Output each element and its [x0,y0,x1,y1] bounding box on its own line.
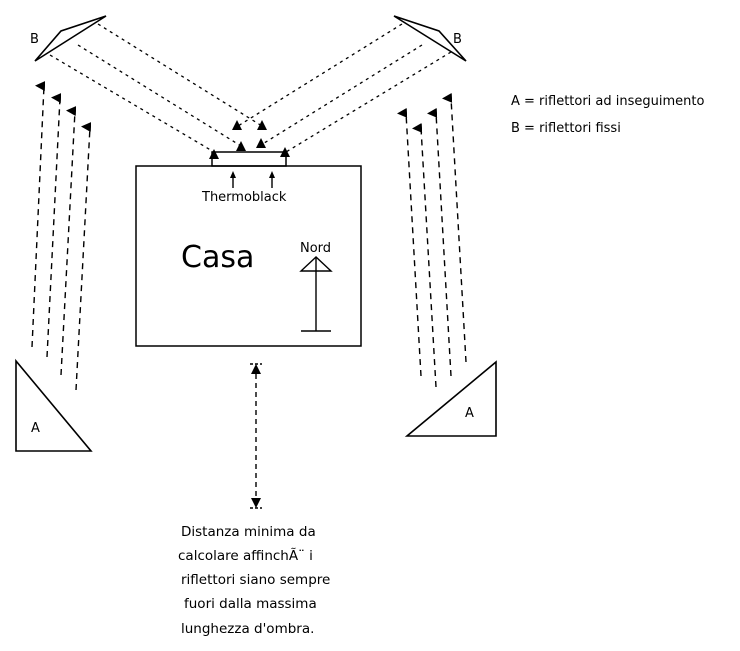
label-north: Nord [300,241,332,256]
note-line: Distanza minima da [181,524,316,540]
note-line: lunghezza d'ombra. [181,621,315,637]
label-tracker-left: A [31,421,40,436]
house-outline [135,165,362,347]
thermoblack-collector [211,151,287,167]
fixed-mirror-left [34,15,107,62]
note-line: calcolare affinchÃ¨ i [178,548,313,564]
arrowhead [209,149,219,159]
arrowhead [256,138,266,148]
label-house: Casa [181,240,255,275]
label-fixed-mirror-right: B [453,32,462,47]
arrowhead [232,120,242,130]
minimum-distance-arrow [250,363,262,509]
reflected-rays-left [49,23,263,153]
legend-item-a: A = riflettori ad inseguimento [511,94,705,109]
label-fixed-mirror-left: B [30,32,39,47]
arrowhead [236,141,246,151]
north-arrow-icon [299,256,333,332]
tracked-rays-right [397,92,467,388]
arrowhead [257,120,267,130]
note-line: riflettori siano sempre [181,572,331,588]
collector-heat-arrows [230,171,275,188]
tracked-rays-left [31,81,92,391]
note-line: fuori dalla massima [184,596,317,612]
label-thermoblack: Thermoblack [202,190,287,205]
reflected-ray-arrowheads [209,120,290,159]
tracking-reflector-left [15,358,93,452]
legend-item-b: B = riflettori fissi [511,121,621,136]
fixed-mirror-right [393,15,467,62]
reflected-rays-right [237,23,452,153]
tracking-reflector-right [404,360,497,437]
label-tracker-right: A [465,406,474,421]
